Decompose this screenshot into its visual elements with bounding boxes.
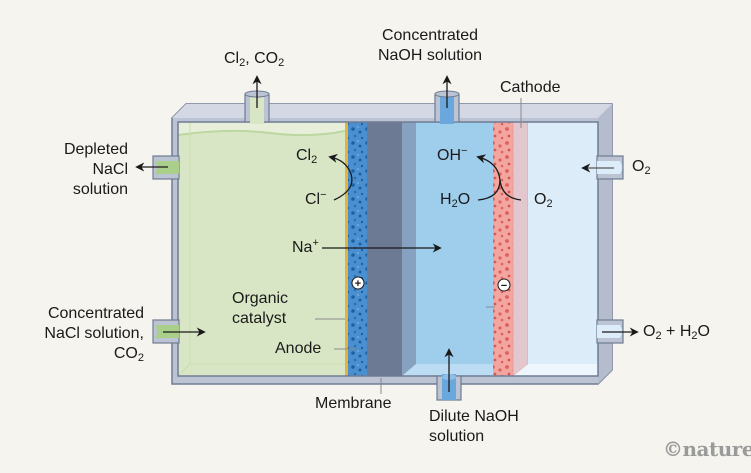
cathode-negative-sign: −: [497, 278, 511, 292]
catholyte-chamber: [402, 122, 493, 376]
cl2-product-label: Cl2: [296, 147, 318, 166]
svg-text:+: +: [355, 278, 361, 290]
inner-wall-outline: [177, 121, 599, 377]
anode-porous-layer: [348, 122, 367, 376]
cl2-co2-outlet-label: Cl2, CO2: [224, 50, 285, 69]
water-label: H2O: [440, 191, 471, 210]
membrane-edge: [402, 122, 416, 376]
anolyte-chamber: [177, 122, 346, 377]
organic-catalyst-label: Organic catalyst: [232, 290, 289, 327]
o2-inlet-label: O2: [632, 158, 651, 177]
chloride-ion-label: Cl−: [305, 189, 327, 209]
anode-positive-sign: +: [351, 276, 365, 290]
o2-h2o-outlet-label: O2 + H2O: [643, 323, 710, 342]
dilute-naoh-label: Dilute NaOH solution: [429, 408, 519, 445]
concentrated-nacl-label: Concentrated NaCl solution, CO2: [44, 305, 144, 364]
cathode-porous-layer: [493, 122, 513, 376]
o2-reactant-label: O2: [534, 191, 553, 210]
cl-to-cl2-reaction-arrow: [328, 153, 353, 201]
anode-label: Anode: [275, 340, 322, 357]
cathode-backing: [512, 121, 529, 377]
depleted-nacl-label: Depleted NaCl solution: [63, 141, 128, 198]
membrane: [367, 122, 402, 376]
sodium-ion-label: Na+: [292, 237, 319, 257]
nature-credit-logo: ©nature: [663, 437, 751, 461]
o2-to-reaction-curve: [499, 179, 522, 201]
concentrated-naoh-outlet-label: Concentrated NaOH solution: [377, 27, 483, 64]
hydroxide-ion-label: OH−: [437, 145, 468, 165]
membrane-label: Membrane: [315, 395, 392, 412]
anode-current-collector: [345, 122, 348, 376]
svg-text:−: −: [501, 280, 507, 292]
cathode-label: Cathode: [500, 79, 561, 96]
